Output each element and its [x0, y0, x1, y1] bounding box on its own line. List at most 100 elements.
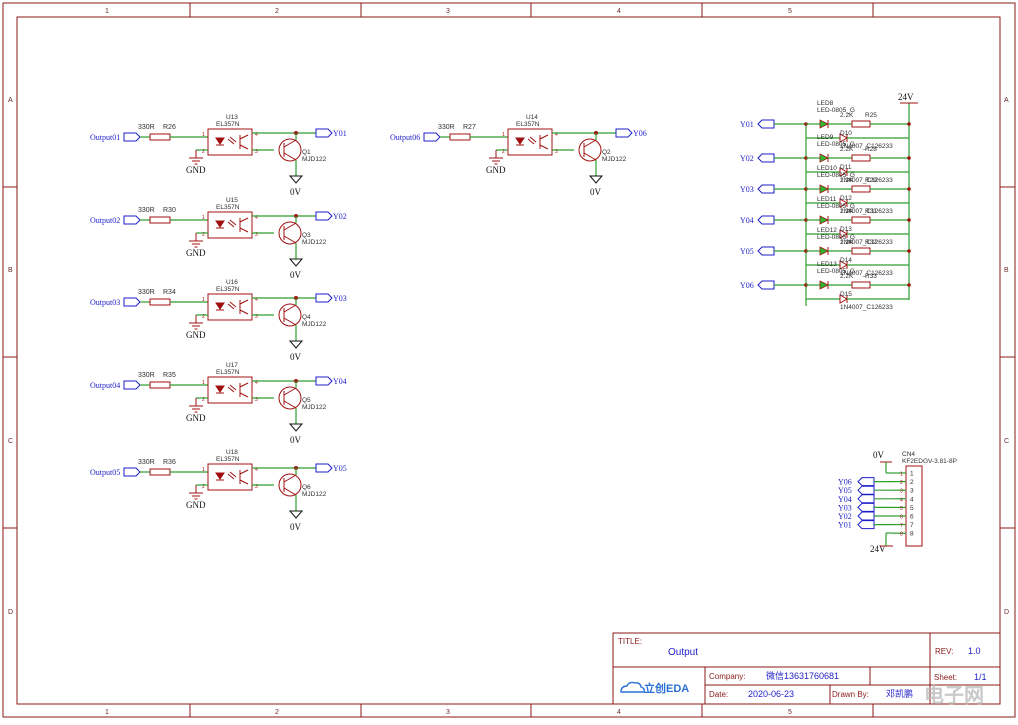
ruler-column-label: 2: [275, 8, 279, 15]
logo-text: 立创EDA: [644, 681, 689, 695]
pin-number: 2: [502, 149, 505, 155]
inner-frame: [16, 16, 1001, 705]
opto-part: EL357N: [216, 286, 240, 293]
resistor-ref: R35: [163, 372, 176, 379]
transistor-collector: [283, 304, 297, 313]
led-part: LED-0805_G: [817, 141, 855, 148]
transistor-emitter: [283, 400, 297, 409]
net-flag: [123, 297, 141, 307]
drawn-by-value: 邓凯鹏: [886, 688, 913, 699]
pin-number: 3: [255, 397, 258, 403]
transistor-ref: Q4: [302, 314, 311, 321]
green-led-symbol: [819, 280, 829, 290]
pin-number: 2: [202, 232, 205, 238]
transistor-collector: [583, 139, 597, 148]
pin-number: 3: [255, 314, 258, 320]
pin-number: 4: [255, 297, 258, 303]
net-flag: [315, 128, 333, 138]
connector-body: [905, 465, 923, 547]
net-flag: [857, 485, 875, 495]
gnd-label: GND: [186, 413, 206, 423]
title-block-frame: [612, 632, 1001, 705]
connector-ref: CN4: [902, 451, 915, 458]
led-resistor-value: 2.2K: [840, 208, 854, 215]
drawn-by-label: Drawn By:: [832, 690, 869, 699]
opto-ref: U13: [226, 114, 238, 121]
led-resistor-body: [851, 216, 871, 224]
led-resistor-value: 2.2K: [840, 146, 854, 153]
net-flag: [123, 132, 141, 142]
diode-ref: D15: [840, 291, 852, 298]
pin-number: 2: [202, 484, 205, 490]
diode-part: 1N4007_C126233: [840, 177, 893, 184]
pin-number: 1: [202, 467, 205, 473]
connector-pin-number: 7: [910, 522, 914, 529]
gnd-label: GND: [186, 248, 206, 258]
ruler-row-label: A: [8, 97, 13, 104]
transistor-part: MJD122: [302, 491, 327, 498]
output-net-label: Y03: [333, 294, 347, 303]
resistor-body: [149, 298, 171, 306]
led-ref: LED11: [817, 196, 837, 203]
connector-24v: 24V: [870, 544, 886, 554]
connector-net-label: Y05: [838, 486, 852, 495]
sheet-value: 1/1: [974, 672, 987, 682]
resistor-value: 330R: [138, 124, 155, 131]
photo-transistor-c: [539, 134, 549, 140]
light-arrow: [227, 221, 235, 228]
green-led-symbol: [819, 215, 829, 225]
transistor-collector: [283, 139, 297, 148]
diode-ref: D12: [840, 195, 852, 202]
light-arrow: [227, 386, 235, 393]
net-flag: [857, 477, 875, 487]
opto-part: EL357N: [216, 204, 240, 211]
input-net-label: Output02: [90, 216, 120, 225]
ruler-row-label: C: [1004, 438, 1009, 445]
resistor-ref: R36: [163, 459, 176, 466]
transistor-ref: Q5: [302, 397, 311, 404]
photo-transistor-c: [239, 299, 249, 305]
zero-v-triangle: [288, 340, 304, 349]
rev-label: REV:: [935, 647, 953, 656]
net-flag: [757, 246, 775, 256]
green-led-symbol: [819, 153, 829, 163]
opto-part: EL357N: [216, 121, 240, 128]
output-net-label: Y01: [333, 129, 347, 138]
easyeda-logo: 立创EDA: [620, 681, 689, 695]
connector-pin-number: 4: [910, 496, 914, 503]
title-label: TITLE:: [618, 637, 642, 646]
opto-part: EL357N: [516, 121, 540, 128]
diode-part: 1N4007_C126233: [840, 239, 893, 246]
transistor-body: [278, 138, 302, 162]
led-resistor-value: 2.2K: [840, 273, 854, 280]
diode-ref: D13: [840, 226, 852, 233]
diode-part: 1N4007_C126233: [840, 304, 893, 311]
zero-v-label: 0V: [290, 435, 302, 445]
net-flag: [615, 128, 633, 138]
transistor-emitter: [283, 235, 297, 244]
input-net-label: Output03: [90, 298, 120, 307]
diode-symbol: [839, 167, 849, 177]
pin-number: 3: [255, 149, 258, 155]
ruler-column-label: 4: [617, 8, 621, 15]
light-arrow: [229, 384, 237, 391]
photo-transistor-c: [239, 134, 249, 140]
transistor-body: [278, 473, 302, 497]
led-resistor-body: [851, 185, 871, 193]
net-flag: [857, 511, 875, 521]
ruler-row-label: D: [1004, 609, 1009, 616]
photo-transistor-c: [239, 217, 249, 223]
led-part: LED-0805_G: [817, 172, 855, 179]
junction: [907, 122, 911, 126]
diode-part: 1N4007_C126233: [840, 270, 893, 277]
optocoupler-body: [207, 463, 253, 491]
pin-number: 2: [202, 314, 205, 320]
